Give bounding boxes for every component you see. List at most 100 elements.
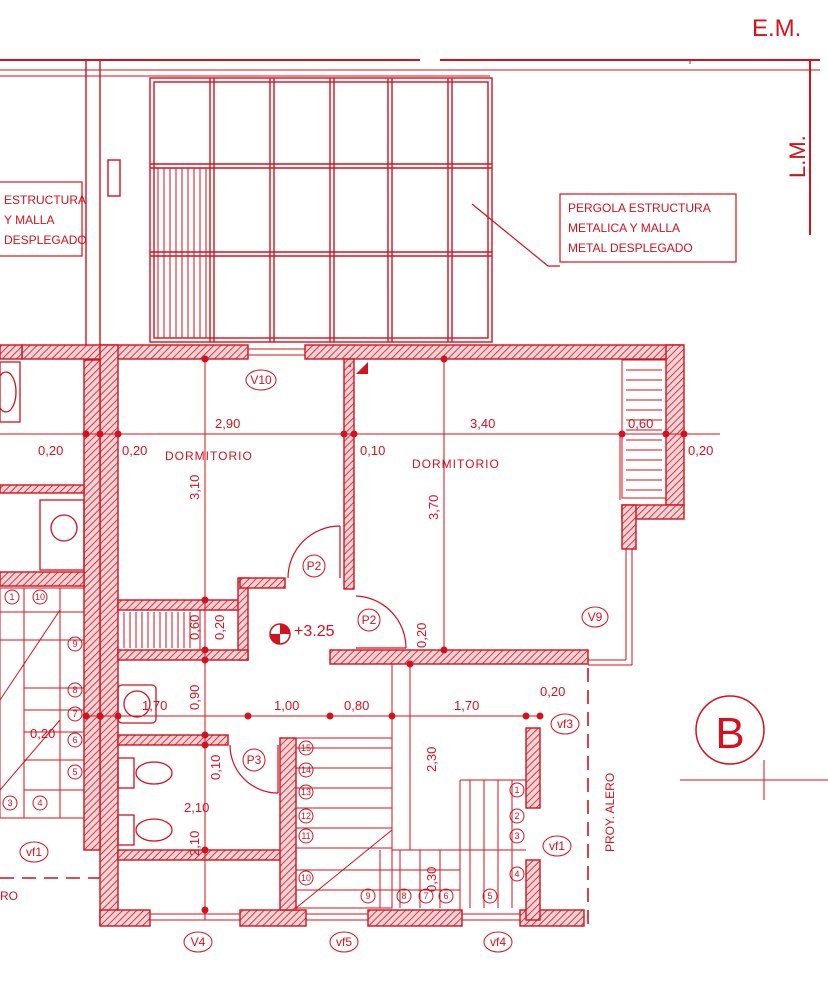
stair-left-step-3: 3 [2, 795, 18, 811]
dim-0-60-mid: 0,60 [187, 615, 202, 640]
dim-0-20-eave: 0,20 [540, 684, 565, 699]
stair-step-6: 6 [438, 888, 454, 904]
tag-v4: V4 [183, 931, 213, 953]
stair-numbers-left: 1 3 4 5 6 7 8 9 10 [2, 589, 83, 811]
stair-left-step-5: 5 [67, 764, 83, 780]
dim-1-70-right: 1,70 [454, 698, 479, 713]
dim-0-30: 0,30 [424, 867, 439, 892]
svg-text:7: 7 [72, 709, 77, 719]
svg-text:12: 12 [301, 811, 311, 821]
svg-text:vf1: vf1 [26, 845, 42, 859]
svg-text:9: 9 [72, 639, 77, 649]
svg-text:6: 6 [443, 891, 448, 901]
svg-text:vf1: vf1 [549, 839, 565, 853]
section-marker: B [695, 695, 765, 765]
dimension-lines [0, 359, 828, 920]
dim-3-40: 3,40 [470, 416, 495, 431]
dimension-dots [82, 355, 688, 914]
tag-vf1-left: vf1 [19, 841, 49, 863]
tag-vf5: vf5 [329, 931, 359, 953]
dim-2-90: 2,90 [215, 416, 240, 431]
svg-text:6: 6 [72, 735, 77, 745]
stair-step-14: 14 [298, 762, 314, 778]
stair-left-step-9: 9 [67, 636, 83, 652]
closet-left [117, 609, 201, 651]
svg-text:V9: V9 [588, 610, 603, 624]
tag-vf3: vf3 [550, 713, 580, 735]
level-marker: +3.25 [269, 623, 335, 645]
note-left-2: Y MALLA [4, 213, 54, 227]
svg-text:13: 13 [301, 787, 311, 797]
em-label: E.M. [752, 15, 801, 42]
dim-0-60-top: 0,60 [628, 416, 653, 431]
dimension-texts: 2,90 3,40 0,60 0,20 0,20 0,10 0,20 3,10 … [30, 416, 713, 892]
window-lines [150, 348, 633, 921]
svg-text:8: 8 [401, 891, 406, 901]
stair-left-step-6: 6 [67, 732, 83, 748]
note-line-3: METAL DESPLEGADO [568, 241, 693, 255]
stair-step-15: 15 [298, 740, 314, 756]
property-lines [0, 59, 820, 235]
pergola-louvers [157, 168, 207, 338]
svg-text:15: 15 [301, 743, 311, 753]
tag-p2-lower: P2 [357, 608, 381, 632]
closet-right [621, 359, 667, 499]
dim-0-80: 0,80 [344, 698, 369, 713]
svg-text:V10: V10 [250, 373, 272, 387]
stair-left-step-10: 10 [32, 589, 48, 605]
eave-label-left: RO [0, 889, 18, 903]
stairs-right [295, 664, 526, 910]
note-line-2: METALICA Y MALLA [568, 221, 680, 235]
note-left-3: DESPLEGADO [4, 233, 87, 247]
dim-0-20-left: 0,20 [38, 443, 63, 458]
stair-left-step-8: 8 [67, 682, 83, 698]
tag-vf4: vf4 [483, 931, 513, 953]
dim-3-70: 3,70 [426, 495, 441, 520]
dim-0-10-a: 0,10 [360, 443, 385, 458]
pergola-column [85, 60, 121, 345]
north-marker-icon [356, 362, 368, 374]
door-tags: P2 P2 P3 [242, 554, 381, 772]
stair-step-7: 7 [418, 888, 434, 904]
dim-0-20-door: 0,20 [414, 623, 429, 648]
svg-text:14: 14 [301, 765, 311, 775]
stair-step-2: 2 [509, 808, 525, 824]
dim-2-10-v: 2,10 [187, 831, 202, 856]
svg-text:3: 3 [7, 798, 12, 808]
lm-label: L.M. [785, 135, 810, 178]
svg-text:2: 2 [514, 811, 519, 821]
svg-text:7: 7 [423, 891, 428, 901]
stairs-left [0, 587, 85, 819]
dim-0-10-bath: 0,10 [208, 755, 223, 780]
level-label: +3.25 [294, 623, 335, 640]
stair-step-12: 12 [298, 808, 314, 824]
dim-0-20-mid: 0,20 [212, 615, 227, 640]
dim-1-00: 1,00 [274, 698, 299, 713]
section-label: B [715, 709, 744, 758]
stair-step-13: 13 [298, 784, 314, 800]
stair-left-step-4: 4 [32, 795, 48, 811]
svg-text:9: 9 [365, 891, 370, 901]
dim-0-20-a: 0,20 [122, 443, 147, 458]
dim-3-10: 3,10 [187, 475, 202, 500]
pergola-note-right: PERGOLA ESTRUCTURA METALICA Y MALLA META… [471, 193, 737, 267]
svg-text:5: 5 [487, 891, 492, 901]
svg-text:5: 5 [72, 767, 77, 777]
svg-text:vf4: vf4 [490, 935, 506, 949]
stair-step-3: 3 [509, 828, 525, 844]
stair-step-1: 1 [509, 782, 525, 798]
dim-0-20-stairs: 0,20 [30, 726, 55, 741]
svg-text:10: 10 [301, 873, 311, 883]
svg-text:P3: P3 [247, 753, 262, 767]
svg-text:4: 4 [514, 869, 519, 879]
stair-left-step-1: 1 [4, 589, 20, 605]
svg-text:8: 8 [72, 685, 77, 695]
tag-p3: P3 [242, 748, 266, 772]
stair-step-9: 9 [360, 888, 376, 904]
eave-projection [0, 668, 589, 930]
walls [0, 344, 685, 927]
stair-step-8: 8 [396, 888, 412, 904]
svg-text:V4: V4 [191, 935, 206, 949]
tag-p2-upper: P2 [302, 554, 326, 578]
